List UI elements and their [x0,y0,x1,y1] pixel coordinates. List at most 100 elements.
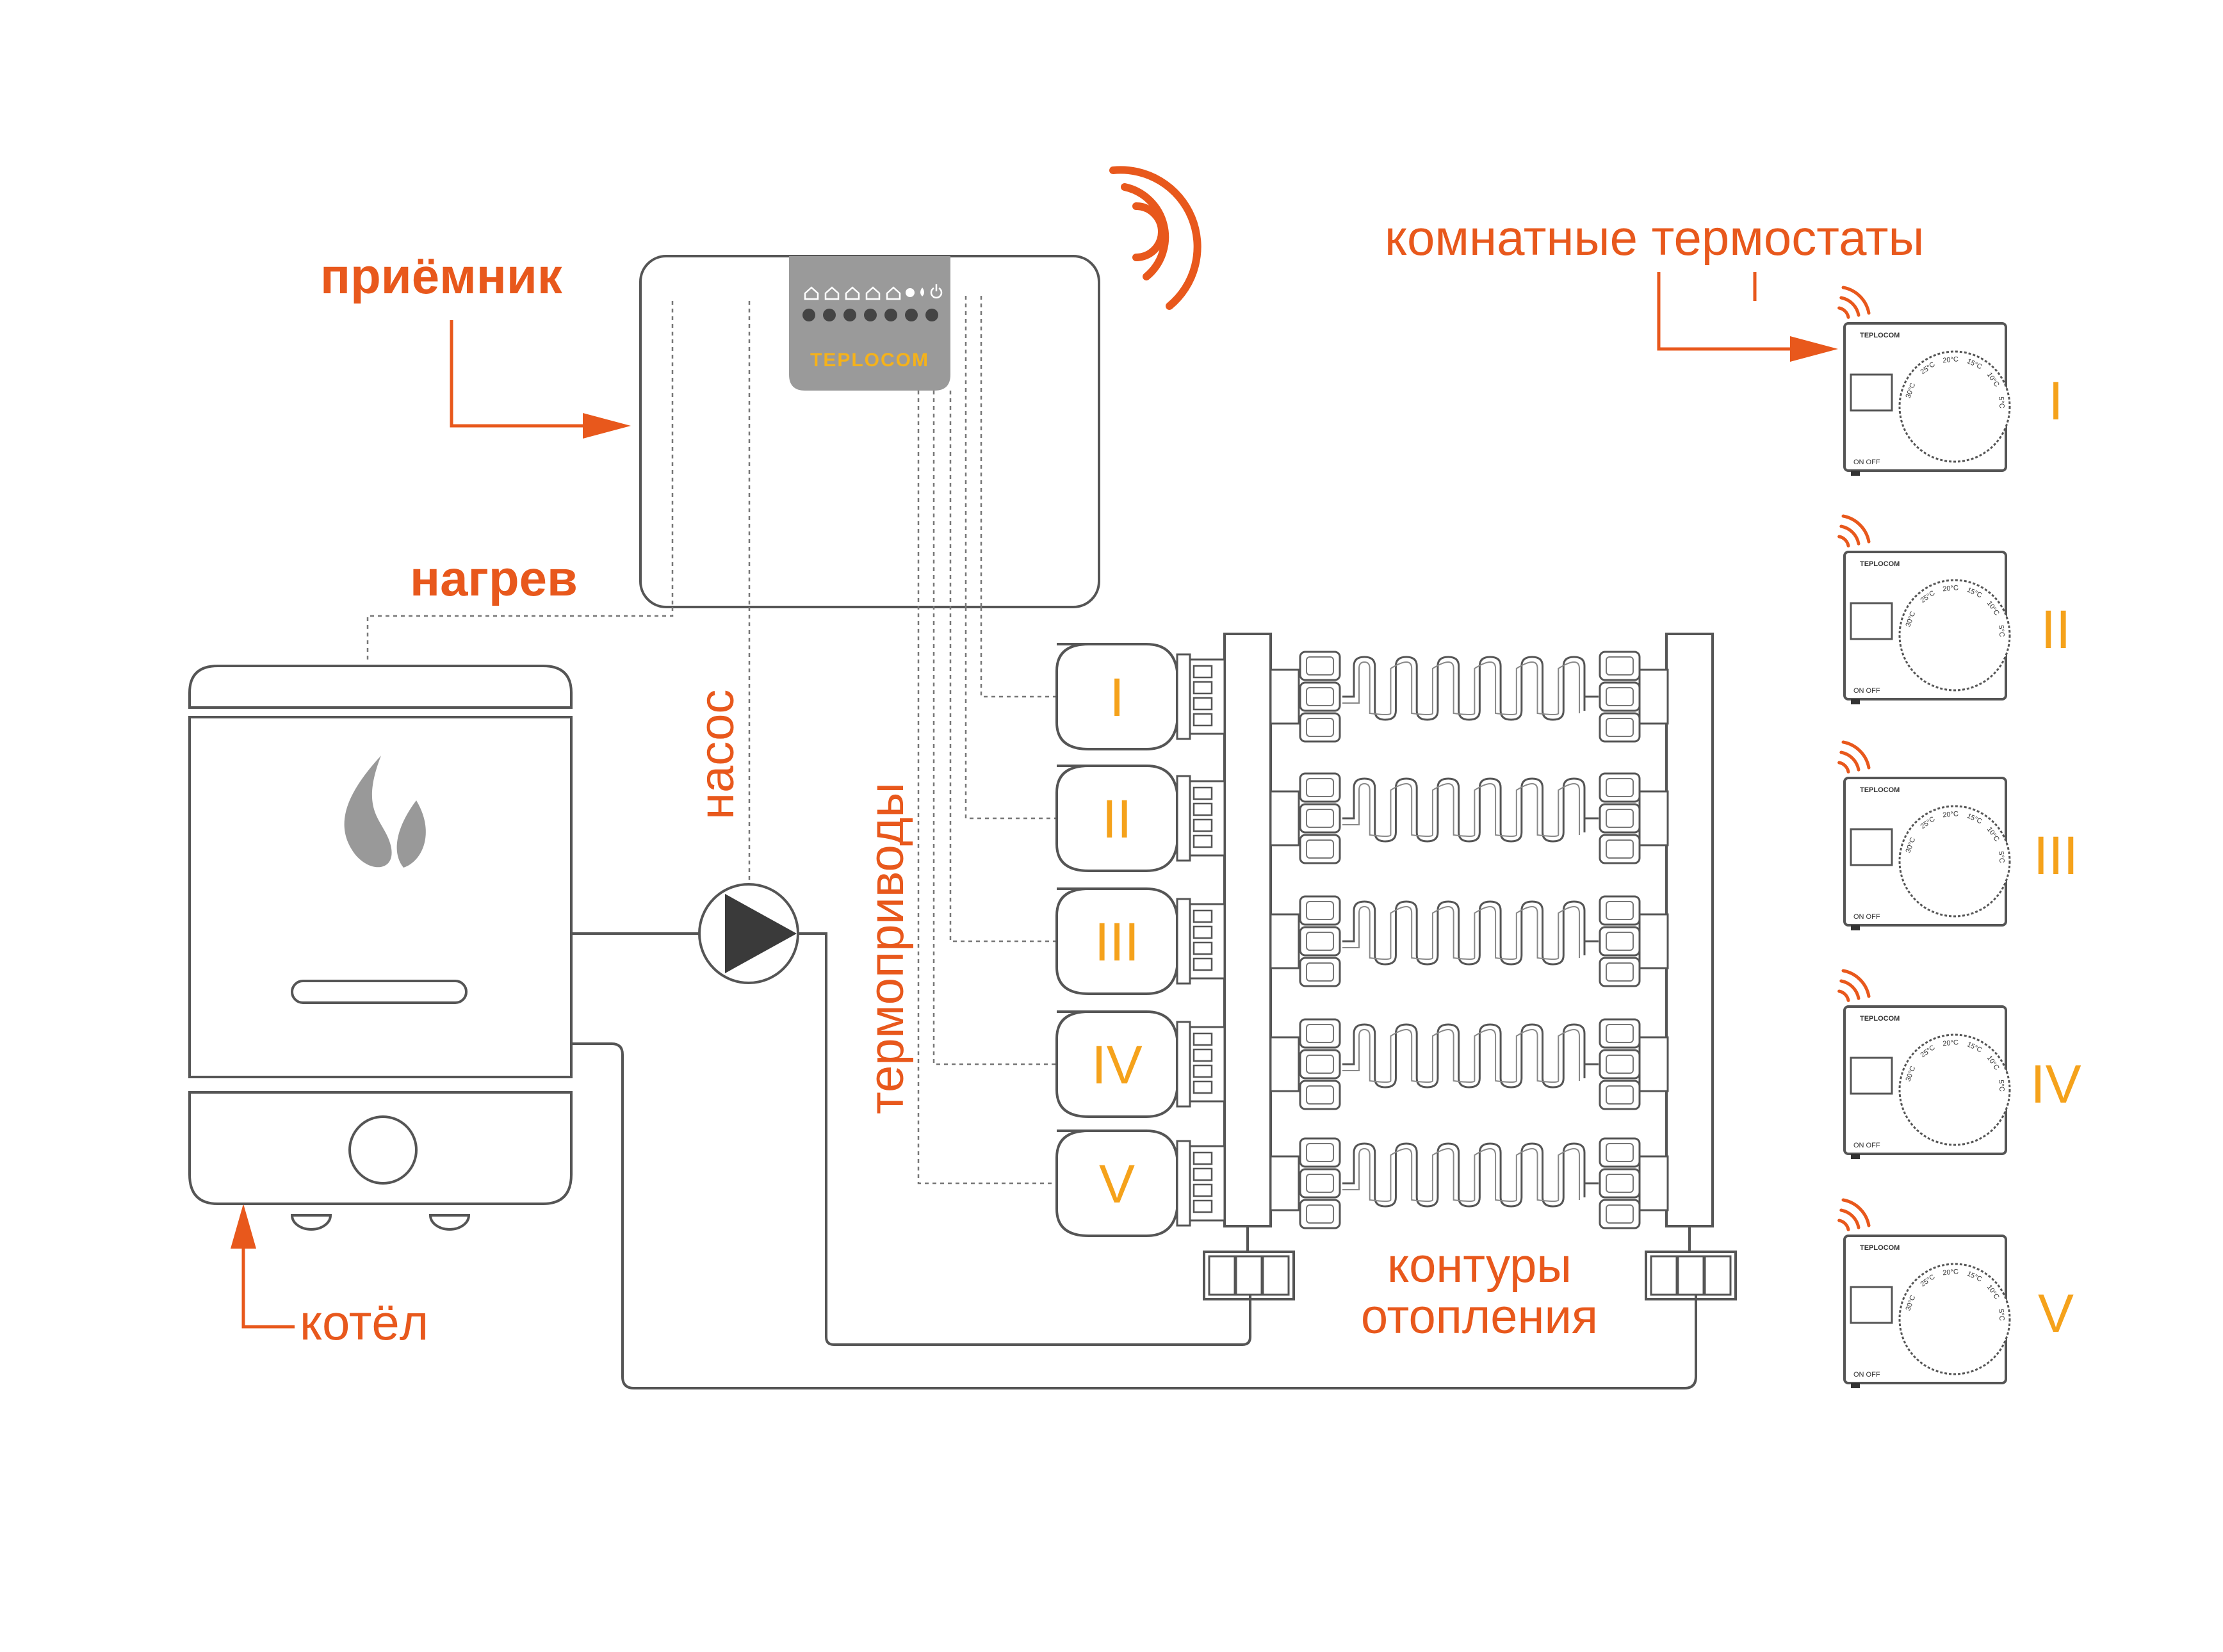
wireless-signal-icon [1837,989,1850,1002]
heating-circuit-loop [1342,900,1599,966]
receiver-unit: TEPLOCOM [639,255,1100,608]
thermostat-scale-label: 5°C [1997,625,2006,637]
return-manifold [1645,633,1737,1300]
actuator-zone-label: IV [1091,1035,1142,1095]
actuator-zone-label: I [1109,667,1124,727]
thermostat-brand: TEPLOCOM [1860,786,1900,794]
thermostat-zone-label: I [2048,371,2063,431]
thermostat-dial[interactable] [1898,1033,2011,1146]
zone-4: IV [1055,1010,1669,1118]
thermal-actuator [1055,1130,1178,1237]
pump-label: насос [690,690,744,820]
thermostat-scale-label: 5°C [1997,396,2006,409]
thermostat-dial[interactable] [1898,579,2011,692]
thermostat-zone-label: IV [2030,1054,2081,1114]
power-switch[interactable] [1851,1154,1860,1159]
thermostat-scale-label: 20°C [1942,1268,1959,1277]
thermostat-brand: TEPLOCOM [1860,1015,1900,1023]
power-switch[interactable] [1851,925,1860,930]
wireless-signal-icon [1841,969,1871,998]
power-switch[interactable] [1851,1383,1860,1388]
thermal-actuator [1055,643,1178,750]
thermal-actuator [1055,765,1178,872]
heating-circuit-loop [1342,1023,1599,1089]
thermostats-arrow-icon [1790,336,1838,362]
power-switch[interactable] [1851,471,1860,476]
thermostat-display [1850,373,1893,412]
heating-circuit-loop [1342,1142,1599,1208]
receiver-label: приёмник [320,248,563,304]
thermostat-dial[interactable] [1898,1263,2011,1375]
thermostat-scale-label: 5°C [1997,1309,2006,1321]
wireless-signal-icon [1841,740,1871,770]
boiler-label: котёл [300,1294,428,1350]
room-thermostats-label: комнатные термостаты [1385,209,1925,266]
thermostat-zone-label: III [2033,825,2078,886]
actuator-zone-label: V [1099,1154,1135,1214]
thermostat-scale-label: 5°C [1997,851,2006,863]
receiver-signal-waves-icon [1109,166,1201,310]
zone-1: I [1055,643,1669,750]
thermostat-brand: TEPLOCOM [1860,1244,1900,1252]
boiler-unit [188,665,573,1231]
wireless-signal-icon [1841,514,1871,544]
thermostat-brand: TEPLOCOM [1860,332,1900,339]
flame-icon [344,756,426,868]
circuits-label-line1: контуры [1387,1238,1572,1293]
zone-2: II [1055,765,1669,872]
wireless-signal-icon [1839,524,1861,546]
wireless-signal-icon [1841,286,1871,315]
receiver-led-row [802,309,938,321]
power-switch[interactable] [1851,699,1860,704]
actuators-label: термоприводы [859,782,914,1114]
thermostat-display [1850,1057,1893,1095]
thermal-actuator [1055,887,1178,995]
receiver-indicator-icons [804,284,943,300]
wireless-signal-icon [1837,306,1850,319]
heating-circuit-loop [1342,777,1599,843]
thermostat-display [1850,602,1893,640]
wireless-signal-icon [1841,1198,1871,1227]
thermostat-display [1850,1286,1893,1324]
thermostat-scale-label: 20°C [1942,355,1959,364]
thermostat-switch-label: ON OFF [1853,1142,1880,1149]
actuator-zone-label: III [1095,912,1139,972]
wireless-signal-icon [1837,1219,1850,1231]
thermostat-zone-label: V [2038,1283,2074,1343]
wireless-signal-icon [1839,1208,1861,1229]
pump-icon [698,883,799,984]
thermostat-switch-label: ON OFF [1853,913,1880,921]
thermostat-scale-label: 5°C [1997,1080,2006,1092]
thermostat-dial[interactable] [1898,805,2011,918]
circuits-label-line2: отопления [1361,1290,1598,1344]
heating-circuit-loop [1342,656,1599,721]
wireless-signal-icon [1839,750,1861,772]
thermostat-zone-label: II [2041,599,2071,660]
thermostat-dial[interactable] [1898,350,2011,463]
receiver-arrow-icon [583,413,631,439]
thermostat-scale-label: 20°C [1942,1039,1959,1048]
wireless-signal-icon [1839,979,1861,1000]
thermostat-switch-label: ON OFF [1853,1371,1880,1379]
wireless-signal-icon [1837,535,1850,547]
thermostat-switch-label: ON OFF [1853,687,1880,695]
thermal-actuator [1055,1010,1178,1118]
thermostat-scale-label: 20°C [1942,584,1959,593]
thermostat-brand: TEPLOCOM [1860,560,1900,568]
wireless-signal-icon [1839,296,1861,317]
boiler-arrow-icon [231,1204,256,1249]
thermostat-scale-label: 20°C [1942,810,1959,819]
wireless-signal-icon [1837,761,1850,773]
thermostat-display [1850,828,1893,866]
zone-3: III [1055,887,1669,995]
heating-label: нагрев [410,550,578,606]
receiver-brand-label: TEPLOCOM [810,350,929,371]
